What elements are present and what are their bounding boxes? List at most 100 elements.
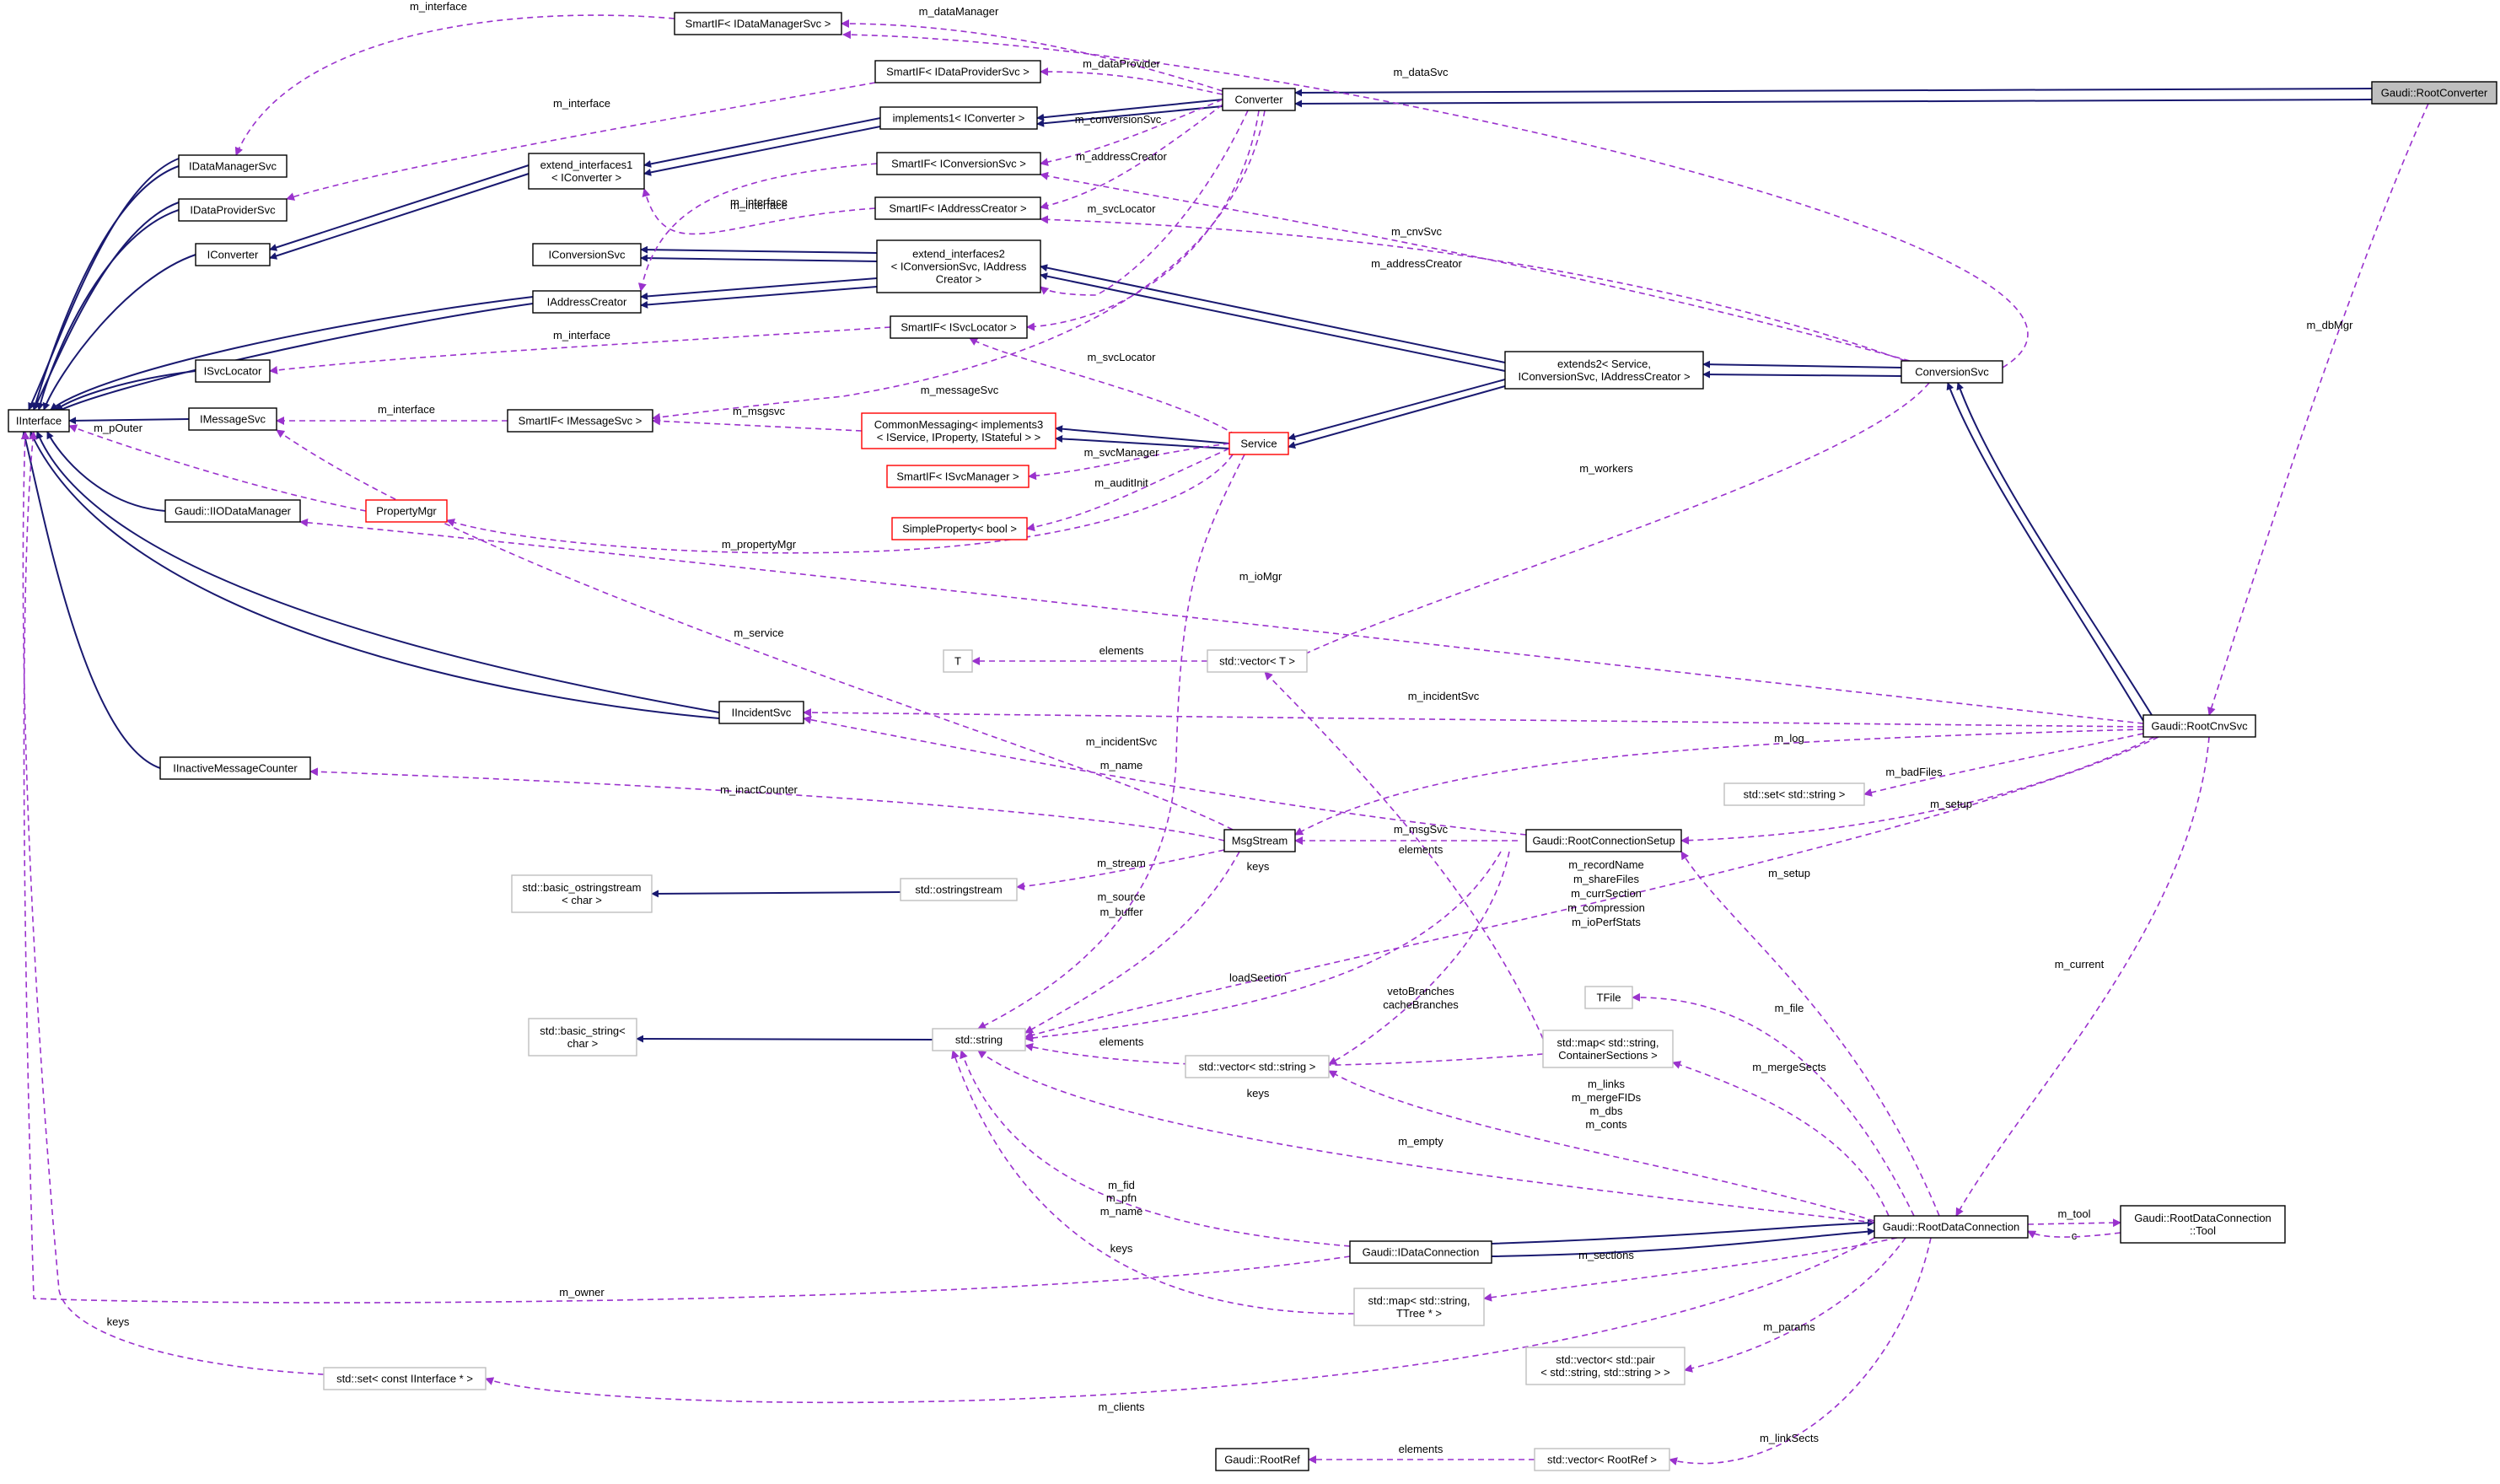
node-label: std::vector< std::pair (1556, 1353, 1655, 1366)
edge-label: m_currSection (1571, 887, 1642, 900)
usage-edge (1040, 104, 1223, 210)
node-t[interactable]: T (943, 649, 973, 673)
node-std-string[interactable]: std::string (932, 1028, 1026, 1051)
node-iinterface[interactable]: IInterface (8, 409, 70, 433)
usage-edge (1680, 851, 1940, 1217)
node-rootcnvsvc[interactable]: Gaudi::RootCnvSvc (2142, 714, 2256, 738)
usage-edge (1955, 736, 2210, 1217)
node-iinactivemc[interactable]: IInactiveMessageCounter (159, 756, 311, 780)
node-iconverter[interactable]: IConverter (195, 243, 271, 266)
usage-edge (2207, 103, 2429, 716)
node-set-iinterface[interactable]: std::set< const IInterface * > (323, 1367, 487, 1390)
usage-edge (803, 708, 2144, 728)
inheritance-edge (50, 296, 534, 411)
node-box (1723, 782, 1865, 806)
node-ext-if1[interactable]: extend_interfaces1< IConverter > (528, 153, 645, 190)
node-label: < std::string, std::string > > (1540, 1366, 1670, 1379)
node-tfile[interactable]: TFile (1584, 986, 1633, 1009)
inheritance-edge (46, 431, 166, 512)
node-isvclocator[interactable]: ISvcLocator (195, 359, 271, 383)
node-vector-t[interactable]: std::vector< T > (1207, 649, 1308, 673)
node-rootconnsetup[interactable]: Gaudi::RootConnectionSetup (1525, 829, 1682, 852)
node-label: SmartIF< IDataProviderSvc > (886, 66, 1030, 78)
node-iaddresscreator[interactable]: IAddressCreator (532, 290, 642, 314)
node-converter[interactable]: Converter (1222, 88, 1296, 111)
usage-edge (1680, 736, 2155, 845)
node-map-ttree[interactable]: std::map< std::string,TTree * > (1353, 1288, 1485, 1326)
node-box (718, 701, 804, 724)
node-label: Creator > (936, 273, 982, 286)
node-vector-pair[interactable]: std::vector< std::pair< std::string, std… (1525, 1347, 1685, 1385)
inheritance-edge (21, 431, 161, 769)
usage-edge (1328, 1070, 1875, 1222)
node-smartif-ism[interactable]: SmartIF< ISvcManager > (886, 465, 1030, 488)
node-box (1874, 1215, 2029, 1239)
edge-label: m_dataProvider (1083, 57, 1160, 70)
node-map-contsections[interactable]: std::map< std::string,ContainerSections … (1542, 1030, 1674, 1068)
node-box (8, 409, 70, 433)
node-smartif-dps[interactable]: SmartIF< IDataProviderSvc > (874, 60, 1041, 83)
node-commonmessaging[interactable]: CommonMessaging< implements3< IService, … (861, 412, 1056, 449)
edge-label: m_propertyMgr (722, 538, 797, 551)
node-idatamanagersvc[interactable]: IDataManagerSvc (178, 154, 288, 178)
node-label: CommonMessaging< implements3 (874, 418, 1044, 431)
edge-label: m_log (1774, 732, 1804, 745)
node-label: Gaudi::RootConverter (2381, 87, 2488, 99)
node-rdc-tool[interactable]: Gaudi::RootDataConnection::Tool (2120, 1205, 2286, 1244)
node-smartif-dms[interactable]: SmartIF< IDataManagerSvc > (674, 12, 842, 35)
node-msgstream[interactable]: MsgStream (1223, 829, 1296, 852)
edge-label: m_clients (1099, 1401, 1145, 1413)
node-smartif-isl[interactable]: SmartIF< ISvcLocator > (890, 315, 1028, 339)
inheritance-edge (1702, 360, 1902, 368)
node-box (900, 878, 1018, 901)
node-impl1-iconv[interactable]: implements1< IConverter > (879, 106, 1038, 130)
node-propertymgr[interactable]: PropertyMgr (365, 499, 448, 523)
inheritance-edge (32, 165, 180, 411)
node-basic-ostringstream[interactable]: std::basic_ostringstream< char > (511, 874, 653, 913)
node-label: std::vector< RootRef > (1547, 1454, 1657, 1466)
edge-label: m_interface (730, 196, 788, 208)
node-imessagesvc[interactable]: IMessageSvc (188, 407, 277, 431)
node-conversionsvc[interactable]: ConversionSvc (1901, 360, 2003, 384)
node-vector-rootref[interactable]: std::vector< RootRef > (1534, 1448, 1670, 1471)
usage-edge (2027, 1218, 2121, 1228)
edge-label: m_tool (2057, 1207, 2090, 1220)
node-rootref[interactable]: Gaudi::RootRef (1215, 1448, 1309, 1471)
node-idataprovidersvc[interactable]: IDataProviderSvc (178, 198, 288, 222)
node-iiodatamanager[interactable]: Gaudi::IIODataManager (164, 499, 301, 523)
edge-label: m_mergeFIDs (1572, 1091, 1642, 1104)
node-label: std::map< std::string, (1556, 1036, 1659, 1049)
node-rootdataconnection[interactable]: Gaudi::RootDataConnection (1874, 1215, 2029, 1239)
node-iincidentsvc[interactable]: IIncidentSvc (718, 701, 804, 724)
edge-label: elements (1399, 1443, 1444, 1455)
node-box (159, 756, 311, 780)
node-smartif-ics[interactable]: SmartIF< IConversionSvc > (876, 152, 1041, 175)
inheritance-edge (35, 431, 720, 713)
node-smartif-ims[interactable]: SmartIF< IMessageSvc > (507, 409, 653, 433)
node-label: ISvcLocator (204, 365, 262, 378)
edge-label: m_links (1588, 1078, 1626, 1090)
node-label: std::string (955, 1034, 1003, 1046)
node-extends2[interactable]: extends2< Service,IConversionSvc, IAddre… (1504, 351, 1704, 390)
edge-label: m_conts (1585, 1118, 1627, 1131)
node-label: T (954, 655, 961, 668)
node-box (178, 198, 288, 222)
node-vector-string[interactable]: std::vector< std::string > (1185, 1055, 1330, 1078)
edge-label: m_msgsvc (733, 405, 786, 417)
node-ext-if2[interactable]: extend_interfaces2< IConversionSvc, IAdd… (876, 239, 1041, 293)
usage-edge (1016, 849, 1225, 891)
inheritance-edge (1288, 385, 1506, 449)
node-iconversionsvc[interactable]: IConversionSvc (532, 243, 642, 266)
usage-edge (2027, 1230, 2121, 1239)
node-ostringstream[interactable]: std::ostringstream (900, 878, 1018, 901)
usage-edge (1026, 110, 1260, 331)
node-rootconverter[interactable]: Gaudi::RootConverter (2371, 81, 2497, 105)
node-smartif-iac[interactable]: SmartIF< IAddressCreator > (874, 196, 1041, 220)
node-service[interactable]: Service (1228, 432, 1289, 455)
node-idataconnection[interactable]: Gaudi::IDataConnection (1349, 1240, 1492, 1264)
node-set-string[interactable]: std::set< std::string > (1723, 782, 1865, 806)
node-simpleproperty[interactable]: SimpleProperty< bool > (891, 517, 1028, 540)
edge-label: m_name (1100, 759, 1143, 772)
node-basic-string[interactable]: std::basic_string<char > (528, 1018, 637, 1057)
usage-edge (977, 454, 1245, 1030)
